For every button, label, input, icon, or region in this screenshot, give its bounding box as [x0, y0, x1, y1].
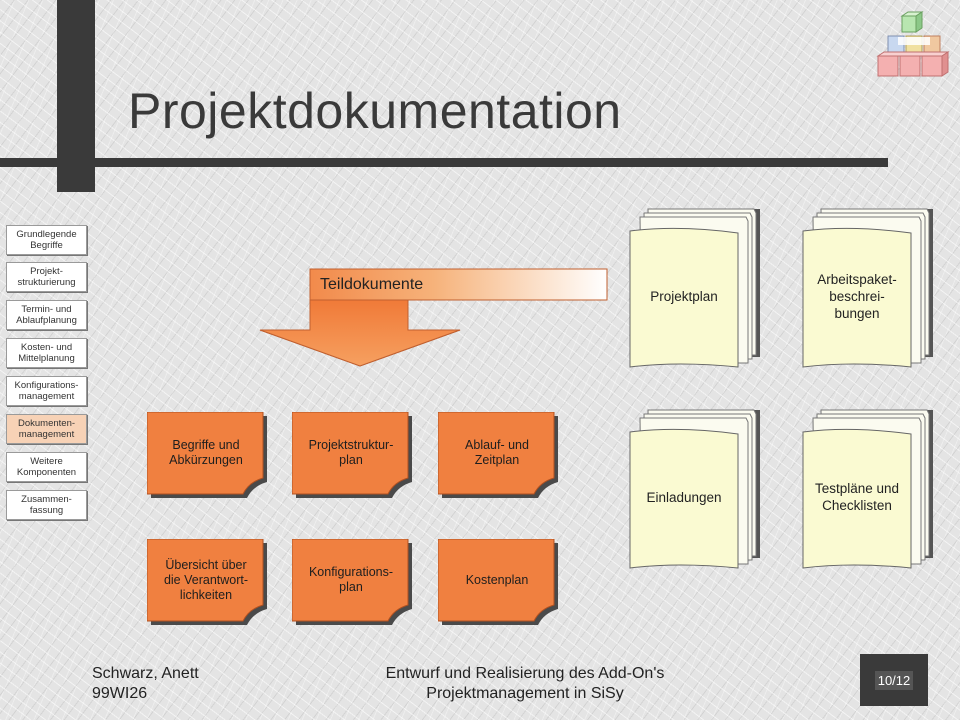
book-label: Testpläne und Checklisten: [814, 481, 900, 513]
logo-cubes-icon: [876, 11, 950, 77]
document-label: Begriffe und Abkürzungen: [169, 438, 243, 467]
teildokumente-arrow: [259, 268, 608, 367]
document-shape-icon: [292, 539, 412, 625]
document-shape-icon: [147, 412, 267, 498]
document-label: Projektstruktur- plan: [308, 438, 394, 467]
page-title: Projektdokumentation: [128, 83, 622, 139]
document-label: Konfigurations- plan: [308, 565, 394, 594]
document-label: Ablauf- und Zeitplan: [465, 438, 529, 467]
book-arbeitspaketbeschreibungen: Arbeitspaket- beschrei- bungen: [801, 207, 936, 372]
document-verantwortlichkeiten: Übersicht über die Verantwort- lichkeite…: [147, 539, 271, 629]
document-ablauf-zeitplan: Ablauf- und Zeitplan: [438, 412, 562, 502]
book-icon: [629, 409, 760, 569]
footer-project-title: Entwurf und Realisierung des Add-On's Pr…: [385, 665, 665, 702]
book-label: Einladungen: [646, 489, 722, 505]
document-projektstrukturplan: Projektstruktur- plan: [292, 412, 416, 502]
nav-item-konfigurationsmanagement[interactable]: Konfigurations- management: [6, 376, 87, 406]
nav-item-kosten-mittelplanung[interactable]: Kosten- und Mittelplanung: [6, 338, 87, 368]
title-horizontal-bar: [0, 158, 888, 167]
book-testplaene-checklisten: Testpläne und Checklisten: [801, 408, 936, 573]
nav-item-zusammenfassung[interactable]: Zusammen- fassung: [6, 490, 87, 520]
document-label: Übersicht über die Verantwort- lichkeite…: [163, 557, 249, 602]
book-icon: [802, 409, 933, 569]
nav-item-projektstrukturierung[interactable]: Projekt- strukturierung: [6, 262, 87, 292]
nav-item-grundlegende-begriffe[interactable]: Grundlegende Begriffe: [6, 225, 87, 255]
nav-item-termin-ablaufplanung[interactable]: Termin- und Ablaufplanung: [6, 300, 87, 330]
book-icon: [629, 208, 760, 368]
page-number-box: 10/12: [860, 654, 928, 706]
book-icon: [802, 208, 933, 368]
book-projektplan: Projektplan: [628, 207, 763, 372]
book-label: Arbeitspaket- beschrei- bungen: [817, 271, 897, 321]
document-shape-icon: [292, 412, 412, 498]
book-label: Projektplan: [650, 288, 718, 304]
document-shape-icon: [438, 412, 558, 498]
document-konfigurationsplan: Konfigurations- plan: [292, 539, 416, 629]
document-begriffe-abkuerzungen: Begriffe und Abkürzungen: [147, 412, 271, 502]
banner-label: Teildokumente: [320, 276, 424, 293]
document-shape-icon: [147, 539, 267, 625]
book-einladungen: Einladungen: [628, 408, 763, 573]
document-kostenplan: Kostenplan: [438, 539, 562, 629]
nav-item-dokumentenmanagement[interactable]: Dokumenten- management: [6, 414, 87, 444]
page-number: 10/12: [874, 670, 914, 690]
document-shape-icon: [438, 539, 558, 625]
footer-author: Schwarz, Anett 99WI26: [92, 665, 199, 702]
nav-item-weitere-komponenten[interactable]: Weitere Komponenten: [6, 452, 87, 482]
document-label: Kostenplan: [465, 572, 529, 587]
